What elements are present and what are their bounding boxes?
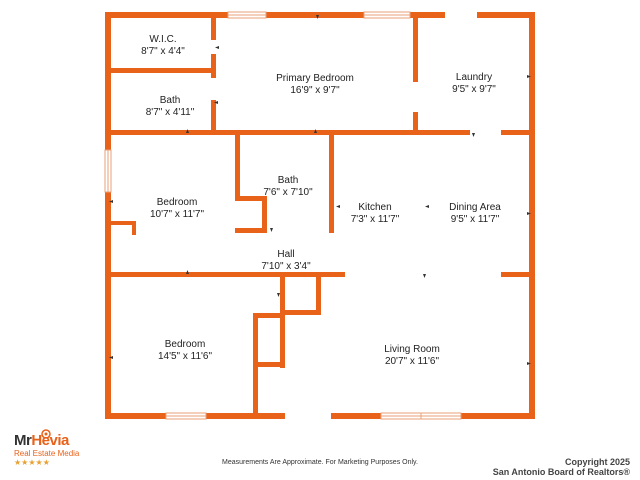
room-laundry-name: Laundry [455,72,493,83]
room-hall-name: Hall [277,249,295,260]
wall-dining-bottom-right [501,272,535,277]
room-kitchen: Kitchen 7'3" x 11'7" [351,202,400,226]
exterior-wall-right [529,12,535,419]
room-bedroom-2: Bedroom 14'5" x 11'6" [158,339,212,363]
room-bath-hall-dims: 7'6" x 7'10" [263,187,313,198]
room-dining-area-name: Dining Area [449,202,501,213]
room-living-room: Living Room 20'7" x 11'6" [384,344,440,368]
room-wic-dims: 8'7" x 4'4" [141,46,185,57]
copyright-line2: San Antonio Board of Realtors® [492,467,630,477]
room-bath-primary: Bath 8'7" x 4'11" [146,95,195,119]
room-living-room-dims: 20'7" x 11'6" [384,356,440,367]
wall-bedroom1-bottom [105,272,240,277]
wall-wic-right-lower [211,54,216,78]
room-wic-name: W.I.C. [149,34,177,45]
room-bedroom-2-name: Bedroom [164,339,206,350]
wall-wic-right [211,12,216,40]
room-dining-area: Dining Area 9'5" x 11'7" [449,202,501,226]
room-primary-bedroom-dims: 16'9" x 9'7" [290,85,340,96]
room-hall-dims: 7'10" x 3'4" [261,261,311,272]
room-kitchen-dims: 7'3" x 11'7" [350,214,400,225]
room-laundry: Laundry 9'5" x 9'7" [452,72,496,96]
wall-living-left-jog-h [284,310,321,315]
room-laundry-dims: 9'5" x 9'7" [452,84,496,95]
room-bedroom-1-name: Bedroom [156,197,198,208]
wall-hall-bottom [235,272,345,277]
wall-closet-top [105,221,135,225]
room-bedroom-1: Bedroom 10'7" x 11'7" [150,197,204,221]
room-hall: Hall 7'10" x 3'4" [261,249,310,273]
disclaimer-text: Measurements Are Approximate. For Market… [222,459,418,466]
wall-hall-vertical [280,272,285,368]
room-wic: W.I.C. 8'7" x 4'4" [141,34,185,58]
room-bath-hall: Bath 7'6" x 7'10" [263,175,312,199]
brand-logo: MrHevia Real Estate Media ★★★★★ [12,428,92,468]
exterior-wall-left [105,12,111,419]
logo-tagline: Real Estate Media [14,449,80,458]
room-living-room-name: Living Room [384,344,440,355]
copyright-line1: Copyright 2025 [564,457,630,467]
room-primary-bedroom: Primary Bedroom 16'9" x 9'7" [276,73,354,97]
room-bath-hall-name: Bath [277,175,299,186]
room-dining-area-dims: 9'5" x 11'7" [450,214,500,225]
room-primary-bedroom-name: Primary Bedroom [276,73,354,84]
house-icon [41,429,51,439]
room-bedroom-1-dims: 10'7" x 11'7" [149,209,205,220]
wall-hallbath-inner-left [235,196,267,201]
wall-primary-laundry [413,12,418,82]
room-bedroom-2-dims: 14'5" x 11'6" [157,351,213,362]
room-kitchen-name: Kitchen [358,202,392,213]
wall-hall-closet-mid [253,362,285,367]
wall-primary-laundry-lower [413,112,418,135]
wall-hallbath-bottom [235,228,267,233]
wall-upper-horizontal [105,130,470,135]
wall-hall-closet-top [253,313,285,318]
logo-name: MrHevia [14,432,69,449]
wall-wic-bath [105,68,215,73]
wall-upper-horizontal-right [501,130,535,135]
wall-hallbath-inner-vert [262,196,267,232]
room-bath-primary-dims: 8'7" x 4'11" [145,107,195,118]
wall-bath-right [211,100,216,135]
wall-closet-right [132,221,136,235]
wall-bedroom1-right [235,130,240,198]
wall-hallbath-right [329,130,334,233]
exterior-wall-top [105,12,535,18]
room-bath-primary-name: Bath [159,95,181,106]
wall-living-left-jog [316,272,321,314]
copyright-notice: Copyright 2025 San Antonio Board of Real… [493,457,630,477]
logo-stars: ★★★★★ [14,458,50,467]
